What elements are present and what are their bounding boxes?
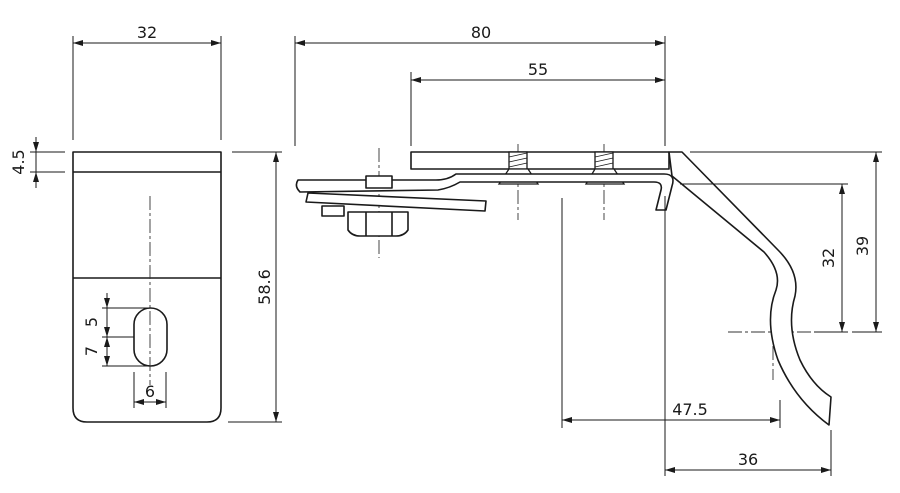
dim-front-width-label: 32 [137,23,157,42]
front-view-slot [133,307,168,367]
bolt-head [365,175,393,189]
dim-hook-height: 32 [680,183,848,333]
dim-top-thickness: 4.5 [9,137,65,188]
top-plate [410,151,670,170]
dim-hook-reach-label: 36 [738,450,758,469]
nut [347,211,409,237]
front-view: 32 4.5 58.6 [9,23,282,423]
dim-slot-width-label: 5 [82,317,101,327]
dim-front-height-label: 58.6 [255,269,274,305]
dim-hook-height-label: 32 [819,248,838,268]
dim-total-height-label: 39 [853,236,872,256]
front-view-outline [72,151,222,423]
dim-overall-length-label: 80 [471,23,491,42]
dim-hook-offset-label: 47.5 [672,400,708,419]
dim-total-height: 39 [690,151,882,333]
dim-inner-length-label: 55 [528,60,548,79]
dim-front-height: 58.6 [228,151,282,423]
dim-top-thickness-label: 4.5 [9,149,28,174]
dim-hook-reach: 36 [664,196,832,476]
dim-slot-offset-label: 6 [145,382,155,401]
washer [321,205,345,217]
dim-hook-offset: 47.5 [561,198,781,428]
hook-arm [668,151,832,426]
dim-slot-offset: 6 [133,372,167,408]
side-view: 80 55 32 39 [294,23,882,476]
clamp-plate [305,192,487,212]
dim-slot-length-label: 7 [82,346,101,356]
dim-inner-length: 55 [410,60,665,146]
dim-front-width: 32 [72,23,222,140]
dim-slot: 5 7 [82,293,150,367]
dim-overall-length: 80 [294,23,666,146]
